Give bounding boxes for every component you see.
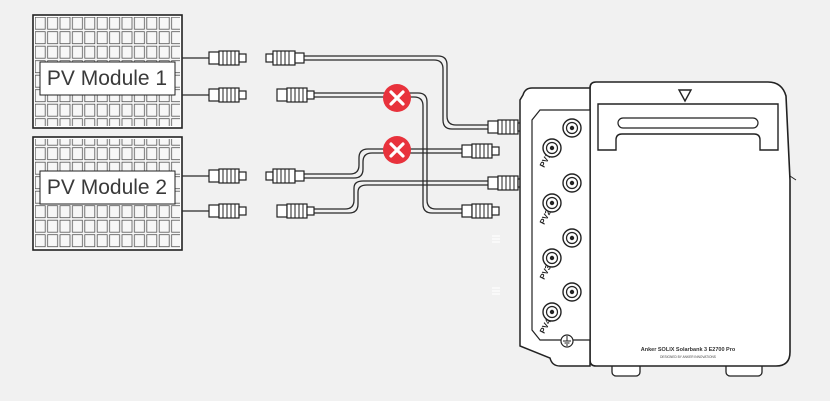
pv-module-1: PV Module 1 — [32, 14, 183, 129]
plug-pv1-b — [461, 143, 500, 159]
x-mark-circle-icon — [381, 134, 413, 166]
device-model-text: Anker SOLIX Solarbank 3 E2700 Pro — [641, 347, 736, 353]
cable-m2-pos-to-pv1 — [304, 148, 462, 175]
port-panel — [531, 109, 591, 341]
solarbank-device: Anker SOLIX Solarbank 3 E2700 Pro DESIGN… — [519, 81, 797, 377]
background-ticks — [492, 235, 500, 295]
pv-module-2: PV Module 2 — [32, 136, 183, 251]
pv-module-1-label-box — [39, 61, 176, 96]
ext-connector-3 — [265, 168, 305, 184]
ext-connector-1 — [265, 50, 305, 66]
port-pv3-b — [542, 248, 562, 268]
plug-pv2-b — [461, 203, 500, 219]
connector-m2-pos — [208, 168, 247, 184]
pv-module-2-label: PV Module 2 — [47, 176, 167, 199]
cable-m2-neg-to-pv2 — [314, 180, 488, 210]
connector-m1-neg — [208, 87, 247, 103]
device-plugs — [461, 119, 526, 219]
port-pv1-a — [562, 118, 582, 138]
port-pv4-a — [562, 282, 582, 302]
port-pv1-b — [542, 138, 562, 158]
port-pv2-b — [542, 193, 562, 213]
cable-m1-neg-to-pv2 — [314, 92, 462, 210]
port-pv2-a — [562, 173, 582, 193]
ground-icon — [560, 334, 574, 348]
ext-connector-2 — [276, 87, 315, 103]
pv-module-2-label-box — [39, 170, 176, 205]
connector-m1-pos — [208, 50, 247, 66]
device-handle-grip — [617, 117, 759, 129]
port-pv3-a — [562, 228, 582, 248]
extension-connectors — [265, 50, 315, 219]
port-pv4-b — [542, 302, 562, 322]
x-mark-circle-icon — [381, 82, 413, 114]
cables — [182, 55, 488, 214]
cable-m1-pos-to-pv1 — [304, 55, 488, 126]
triangle-down-icon — [677, 89, 693, 103]
connector-m2-neg — [208, 203, 247, 219]
device-body — [589, 81, 791, 367]
ext-connector-4 — [276, 203, 315, 219]
pv-module-1-label: PV Module 1 — [47, 67, 167, 90]
module-connectors — [208, 50, 247, 219]
device-tagline: DESIGNED BY ANKER INNOVATIONS — [660, 355, 716, 359]
